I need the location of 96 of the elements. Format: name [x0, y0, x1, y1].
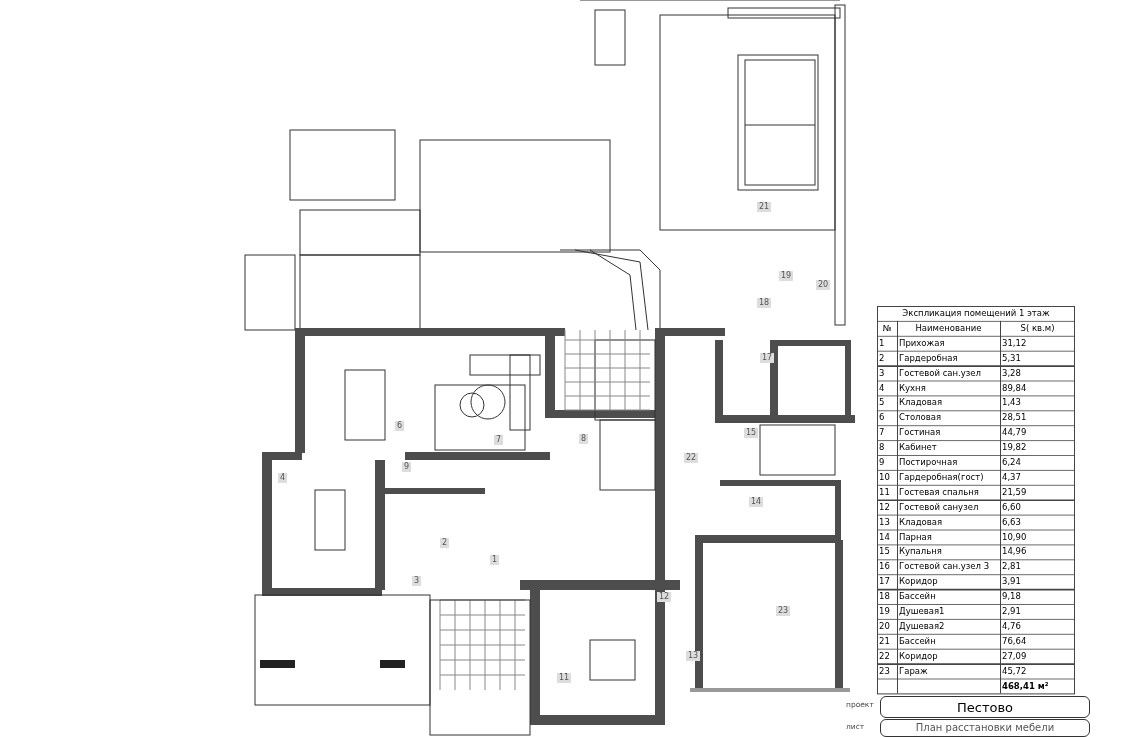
table-cell-text: 4,37	[1002, 470, 1021, 484]
table-cell-text: Бассейн	[899, 590, 936, 604]
table-cell-text: 21	[879, 634, 890, 648]
table-cell-text: 14	[879, 530, 890, 544]
table-cell-text: Кухня	[899, 381, 926, 395]
table-cell-text: Кабинет	[899, 441, 937, 455]
table-cell-text: 44,79	[1002, 426, 1027, 440]
room-number: 17	[760, 353, 775, 363]
room-number: 13	[686, 651, 701, 661]
room-number: 23	[776, 606, 791, 616]
table-cell-text: 2	[879, 351, 885, 365]
table-cell-text: 10,90	[1002, 530, 1027, 544]
table-cell-text: Кладовая	[899, 515, 943, 529]
room-number: 22	[684, 453, 699, 463]
table-cell-text: Коридор	[899, 649, 938, 663]
column-header: S( кв.м)	[1019, 321, 1056, 335]
table-cell-text: 11	[879, 485, 890, 499]
table-cell-text: Гостиная	[899, 426, 941, 440]
table-cell-text: Кладовая	[899, 396, 943, 410]
room-number: 7	[494, 435, 504, 445]
room-number: 18	[757, 298, 772, 308]
column-header: №	[881, 321, 893, 335]
table-cell-text: Постирочная	[899, 456, 958, 469]
table-cell-text: 31,12	[1002, 336, 1027, 350]
table-cell-text: 10	[879, 470, 890, 484]
table-cell-text: 28,51	[1002, 411, 1027, 425]
table-cell-text: 18	[879, 590, 890, 604]
table-cell-text: 6,63	[1002, 515, 1021, 529]
table-cell-text: Гостевой сан.узел	[899, 366, 982, 380]
table-cell-text: 6,24	[1002, 456, 1021, 469]
table-cell-text: 12	[879, 500, 890, 514]
table-cell-text: 76,64	[1002, 634, 1027, 648]
table-cell-text: Душевая2	[899, 619, 945, 633]
table-cell-text: Бассейн	[899, 634, 936, 648]
table-cell-text: 5	[879, 396, 885, 410]
table-cell-text: 19	[879, 605, 890, 618]
room-number: 15	[744, 428, 759, 438]
room-number: 21	[757, 202, 772, 212]
room-number: 12	[657, 592, 672, 602]
table-cell-text: 14,96	[1002, 545, 1027, 559]
room-number: 4	[278, 473, 288, 483]
table-cell-text: 89,84	[1002, 381, 1027, 395]
table-cell-text: 23	[879, 664, 890, 678]
table-cell-text: Парная	[899, 530, 932, 544]
table-cell-text: 20	[879, 619, 890, 633]
room-number: 11	[557, 673, 572, 683]
table-cell-text: 27,09	[1002, 649, 1027, 663]
table-cell-text: 5,31	[1002, 351, 1021, 365]
table-cell-text: 22	[879, 649, 890, 663]
table-cell-text: 2,81	[1002, 560, 1021, 574]
table-cell-text: Коридор	[899, 575, 938, 589]
table-cell-text: 17	[879, 575, 890, 589]
table-cell-text: Прихожая	[899, 336, 945, 350]
table-cell-text: 45,72	[1002, 664, 1027, 678]
table-cell-text: 16	[879, 560, 890, 574]
room-number: 8	[579, 434, 589, 444]
table-cell-text: Купальня	[899, 545, 942, 559]
table-cell-text: 13	[879, 515, 890, 529]
sheet-name: План расстановки мебели	[880, 719, 1090, 737]
room-number: 14	[749, 497, 764, 507]
table-cell-text: 9	[879, 456, 885, 469]
table-cell-text: 7	[879, 426, 885, 440]
table-cell-text: 19,82	[1002, 441, 1027, 455]
column-header: Наименование	[914, 321, 983, 335]
table-cell-text: 4,76	[1002, 619, 1021, 633]
table-cell-text: 21,59	[1002, 485, 1027, 499]
table-cell-text: Столовая	[899, 411, 942, 425]
table-cell-text: 8	[879, 441, 885, 455]
table-cell-text: 3,91	[1002, 575, 1021, 589]
total-area: 468,41 м²	[1002, 678, 1049, 694]
room-number: 2	[440, 538, 450, 548]
project-name: Пестово	[880, 696, 1090, 718]
room-number: 20	[816, 280, 831, 290]
room-number: 6	[395, 421, 405, 431]
table-title: Экспликация помещений 1 этаж	[901, 307, 1051, 320]
table-cell-text: Гардеробная	[899, 351, 958, 365]
table-cell-text: 2,91	[1002, 605, 1021, 618]
table-cell-text: Душевая1	[899, 605, 945, 618]
table-cell-text: 6	[879, 411, 885, 425]
table-cell-text: Гараж	[899, 664, 928, 678]
table-cell-text: Гостевой санузел	[899, 500, 979, 514]
room-number: 1	[490, 555, 500, 565]
table-cell-text: Гостевой сан.узел 3	[899, 560, 990, 574]
table-cell-text: 1,43	[1002, 396, 1021, 410]
table-cell-text: 6,60	[1002, 500, 1021, 514]
table-cell-text: 4	[879, 381, 885, 395]
room-number: 9	[402, 462, 412, 472]
table-cell-text: 3	[879, 366, 885, 380]
table-cell-text: 3,28	[1002, 366, 1021, 380]
table-cell-text: 9,18	[1002, 590, 1021, 604]
table-cell-text: 15	[879, 545, 890, 559]
table-cell-text: 1	[879, 336, 885, 350]
room-number: 3	[412, 576, 422, 586]
table-cell-text: Гардеробная(гост)	[899, 470, 984, 484]
room-number: 19	[779, 271, 794, 281]
table-cell-text: Гостевая спальня	[899, 485, 979, 499]
